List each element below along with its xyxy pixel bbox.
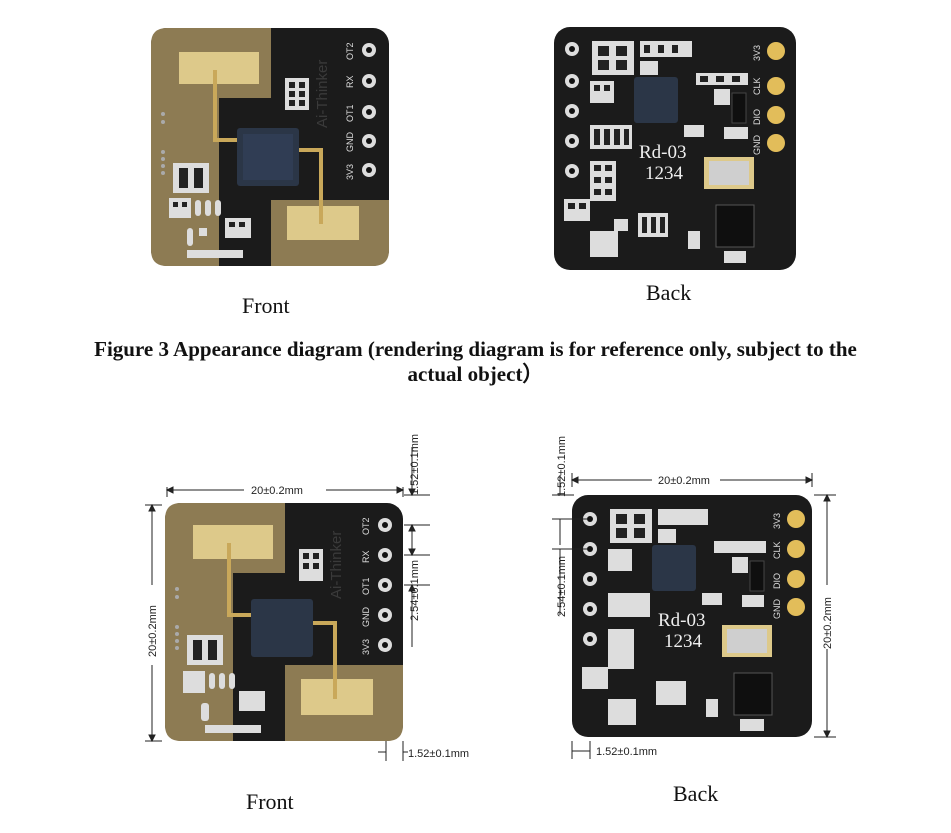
caption-line-1: Figure 3 Appearance diagram (rendering d… bbox=[94, 337, 857, 361]
antenna-pad bbox=[179, 52, 259, 84]
pin-label-gnd: GND bbox=[752, 135, 762, 156]
pin-label-rx: RX bbox=[345, 75, 355, 88]
pitch-dimension bbox=[552, 548, 588, 615]
pin-label-dio: DIO bbox=[772, 573, 782, 589]
pin-label-rx: RX bbox=[361, 550, 371, 563]
back-label-top: Back bbox=[646, 280, 692, 305]
pitch-dim-text: 2.54±0.1mm bbox=[556, 556, 568, 617]
pin-label-3v3: 3V3 bbox=[772, 513, 782, 529]
regulator bbox=[715, 204, 755, 248]
component bbox=[173, 163, 209, 193]
brand-text: Ai-Thinker bbox=[314, 60, 331, 128]
edge-dim-text-top: 1.52±0.1mm bbox=[556, 436, 568, 497]
front-label-top: Front bbox=[242, 293, 290, 318]
trace bbox=[297, 148, 323, 224]
pin-label-gnd: GND bbox=[345, 132, 355, 153]
back-board-dimensioned: 3V3 CLK DIO GND Rd-03 1234 bbox=[548, 425, 838, 765]
gold-pads bbox=[767, 42, 785, 152]
pin-holes bbox=[565, 42, 579, 178]
edge-dimension-right bbox=[378, 741, 408, 761]
mcu-chip bbox=[634, 77, 678, 123]
edge-dimension-top bbox=[404, 447, 430, 537]
pin-label-gnd: GND bbox=[772, 599, 782, 620]
marking-model: Rd-03 bbox=[658, 610, 706, 631]
height-dimension bbox=[145, 503, 162, 743]
figure-caption: Figure 3 Appearance diagram (rendering d… bbox=[0, 337, 951, 387]
pin-label-ot2: OT2 bbox=[361, 517, 371, 535]
height-dim-text: 20±0.2mm bbox=[822, 597, 834, 649]
marking-serial: 1234 bbox=[664, 631, 703, 652]
marking-model: Rd-03 bbox=[639, 142, 687, 163]
pitch-dimension bbox=[404, 537, 430, 647]
back-label-bottom: Back bbox=[673, 781, 719, 806]
edge-dim-text-top: 1.52±0.1mm bbox=[409, 434, 421, 495]
back-board-top: 3V3 CLK DIO GND Rd-03 1234 bbox=[554, 27, 796, 270]
front-label-bottom: Front bbox=[246, 789, 294, 814]
trace bbox=[213, 70, 239, 142]
edge-dimension-bottom bbox=[571, 741, 591, 759]
pin-label-3v3: 3V3 bbox=[752, 45, 762, 61]
component bbox=[285, 78, 309, 110]
width-dimension bbox=[165, 486, 405, 497]
pin-label-ot1: OT1 bbox=[361, 577, 371, 595]
edge-dim-text-bottom: 1.52±0.1mm bbox=[596, 746, 657, 758]
edge-dimension-top bbox=[552, 475, 588, 545]
chip-die bbox=[243, 134, 293, 180]
pin-label-3v3: 3V3 bbox=[361, 639, 371, 655]
pin-label-dio: DIO bbox=[752, 109, 762, 125]
pitch-dim-text: 2.54±0.1mm bbox=[409, 560, 421, 621]
pin-header bbox=[362, 43, 376, 177]
width-dim-text: 20±0.2mm bbox=[658, 475, 710, 487]
pin-label-3v3: 3V3 bbox=[345, 164, 355, 180]
brand-text: Ai-Thinker bbox=[328, 531, 345, 599]
height-dimension bbox=[814, 493, 836, 739]
pin-label-gnd: GND bbox=[361, 607, 371, 628]
width-dimension bbox=[570, 473, 814, 487]
edge-dim-text-right: 1.52±0.1mm bbox=[408, 748, 469, 760]
front-board-dimensioned: Ai-Thinker OT2 RX OT1 GND 3V3 bbox=[140, 425, 480, 765]
width-dim-text: 20±0.2mm bbox=[251, 485, 303, 497]
pin-label-ot2: OT2 bbox=[345, 42, 355, 60]
marking-serial: 1234 bbox=[645, 163, 684, 184]
pin-label-ot1: OT1 bbox=[345, 104, 355, 122]
pin-label-clk: CLK bbox=[752, 77, 762, 95]
height-dim-text: 20±0.2mm bbox=[147, 605, 159, 657]
caption-line-2: actual object） bbox=[407, 362, 544, 386]
front-board-top: Ai-Thinker OT2 RX OT1 GND 3V3 bbox=[151, 28, 389, 266]
pin-label-clk: CLK bbox=[772, 541, 782, 559]
